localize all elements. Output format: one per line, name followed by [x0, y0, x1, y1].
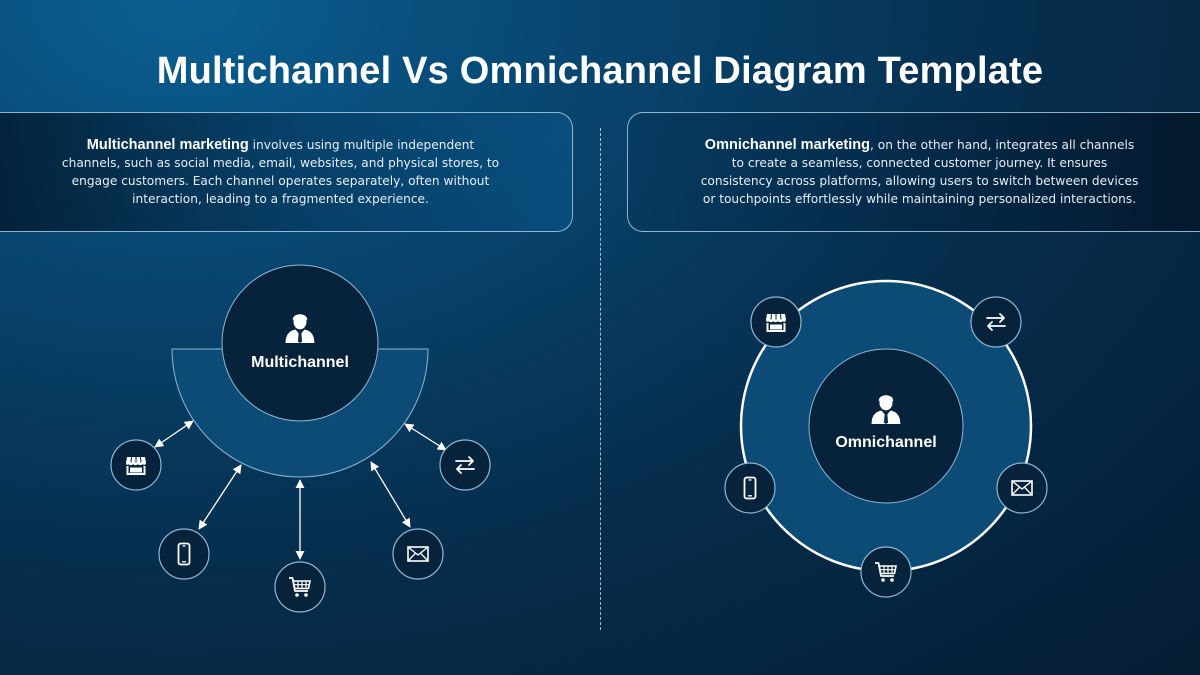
center-divider	[600, 128, 601, 630]
omnichannel-heading: Omnichannel marketing	[704, 137, 870, 153]
omnichannel-node-store	[750, 296, 802, 348]
omnichannel-diagram	[724, 279, 1048, 598]
multichannel-body: involves using multiple independent chan…	[61, 138, 500, 206]
omnichannel-body: , on the other hand, integrates all chan…	[700, 138, 1139, 206]
multichannel-center-label: Multichannel	[251, 354, 349, 371]
connector-arrow-email	[370, 461, 411, 528]
omnichannel-node-cart	[860, 546, 912, 598]
omnichannel-center-label: Omnichannel	[835, 434, 937, 451]
multichannel-diagram	[110, 264, 491, 613]
omnichannel-node-phone	[724, 462, 776, 514]
multichannel-description-box: Multichannel marketing involves using mu…	[0, 112, 573, 232]
omnichannel-description-box: Omnichannel marketing, on the other hand…	[627, 112, 1200, 232]
connector-arrow-exchange	[404, 423, 447, 451]
omnichannel-center-circle	[808, 348, 964, 504]
multichannel-center-circle	[221, 264, 379, 422]
multichannel-node-phone	[158, 528, 210, 580]
multichannel-description: Multichannel marketing involves using mu…	[61, 136, 501, 208]
omnichannel-description: Omnichannel marketing, on the other hand…	[700, 136, 1140, 208]
multichannel-node-email	[392, 528, 444, 580]
omnichannel-node-exchange	[970, 296, 1022, 348]
multichannel-node-exchange	[439, 439, 491, 491]
connector-arrow-store	[154, 420, 194, 448]
multichannel-heading: Multichannel marketing	[86, 137, 249, 153]
omnichannel-node-email	[996, 462, 1048, 514]
connector-arrow-phone	[198, 464, 242, 530]
page-title: Multichannel Vs Omnichannel Diagram Temp…	[156, 50, 1044, 92]
multichannel-node-store	[110, 439, 162, 491]
multichannel-node-cart	[274, 561, 326, 613]
